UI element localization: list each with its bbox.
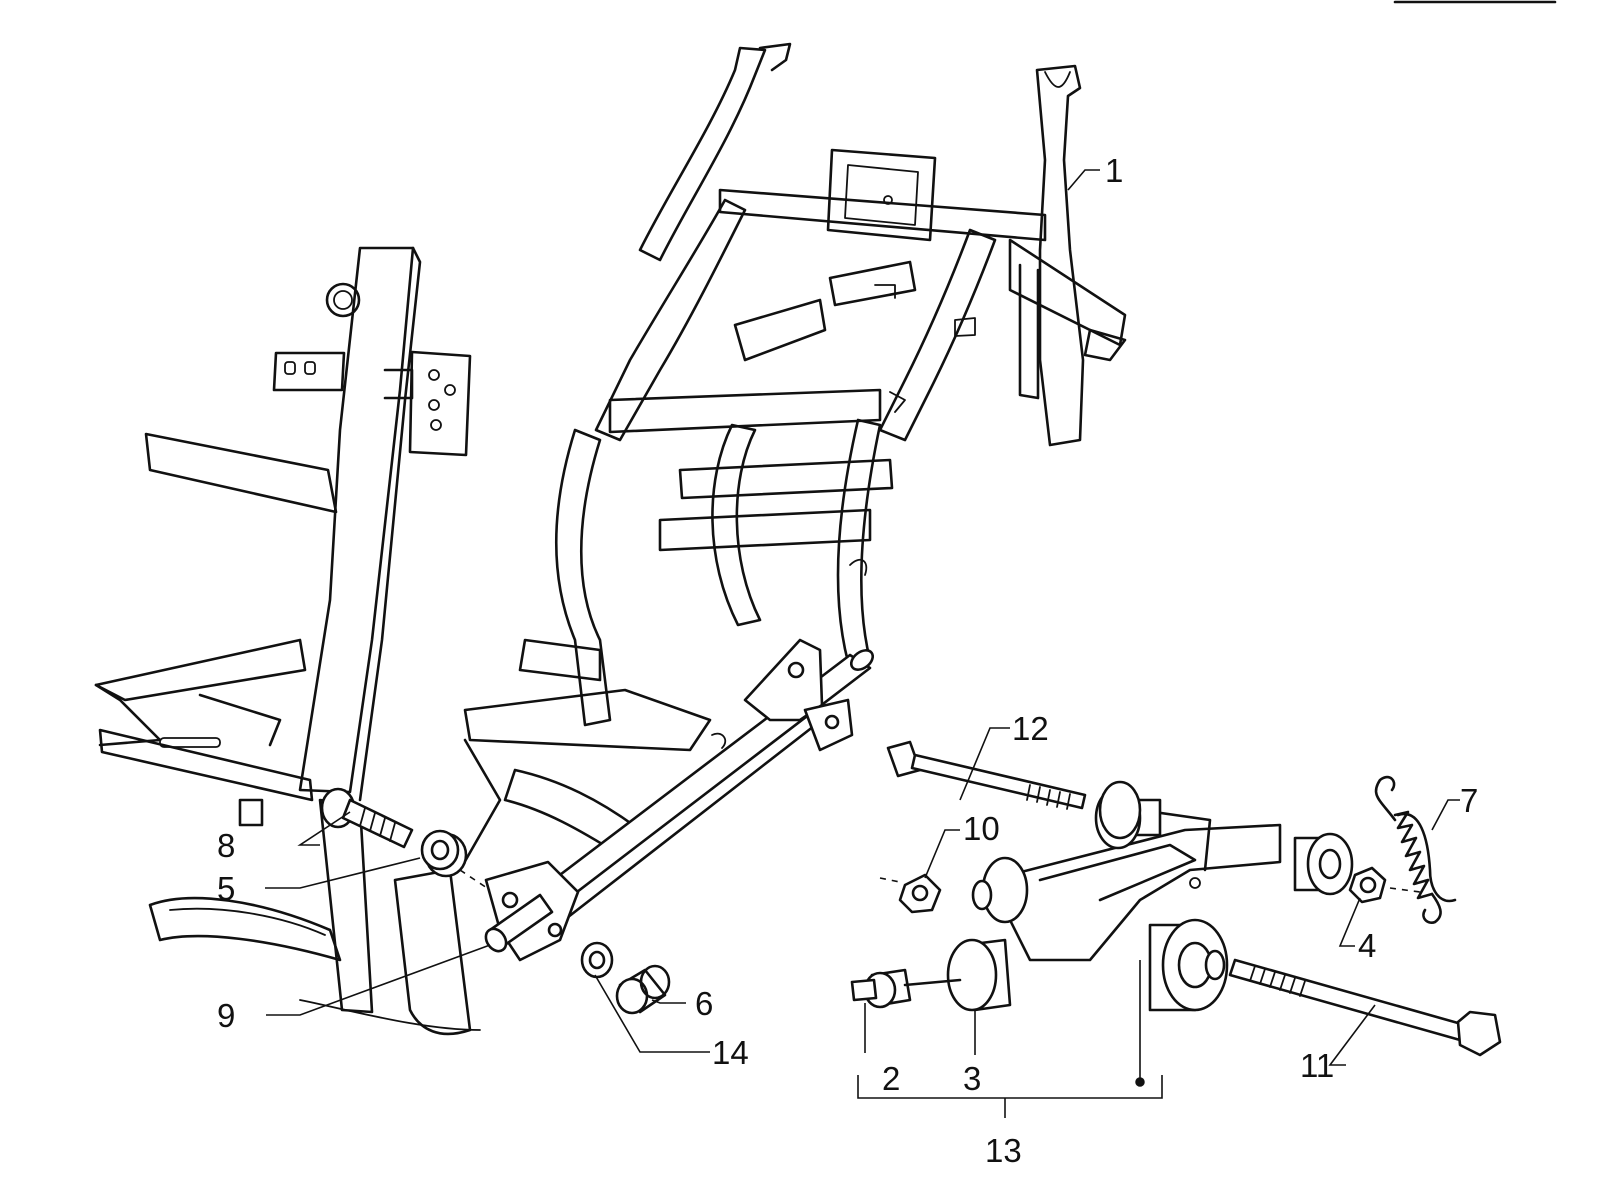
callout-2: 2 — [882, 1060, 900, 1097]
callout-6: 6 — [695, 985, 713, 1022]
callout-7: 7 — [1460, 782, 1478, 819]
callout-13: 13 — [985, 1132, 1022, 1169]
callout-8: 8 — [217, 827, 235, 864]
callout-labels: 1 2 3 4 5 6 7 8 9 10 11 12 13 14 — [217, 152, 1478, 1169]
callout-3: 3 — [963, 1060, 981, 1097]
part-4-nut — [1348, 866, 1387, 904]
side-stand-assembly — [320, 638, 875, 1015]
swing-arm-assembly — [850, 740, 1502, 1087]
leader-lines — [265, 169, 1460, 1118]
part-2-spacer — [850, 968, 962, 1009]
callout-14: 14 — [712, 1034, 749, 1071]
part-7-spring — [1374, 775, 1457, 924]
part-12-bolt — [886, 740, 1142, 840]
callout-11: 11 — [1300, 1047, 1334, 1084]
callout-1: 1 — [1105, 152, 1123, 189]
part-11-bolt — [1228, 958, 1502, 1057]
callout-12: 12 — [1012, 710, 1049, 747]
frame — [94, 42, 1127, 1036]
callout-4: 4 — [1358, 927, 1376, 964]
callout-9: 9 — [217, 997, 235, 1034]
part-10-nut — [898, 873, 942, 914]
part-8-bolt — [320, 787, 414, 849]
callout-10: 10 — [963, 810, 1000, 847]
part-14-washer — [580, 941, 614, 979]
part-6-bushing — [615, 964, 671, 1015]
part-5-bushing — [420, 829, 468, 878]
callout-5: 5 — [217, 870, 235, 907]
